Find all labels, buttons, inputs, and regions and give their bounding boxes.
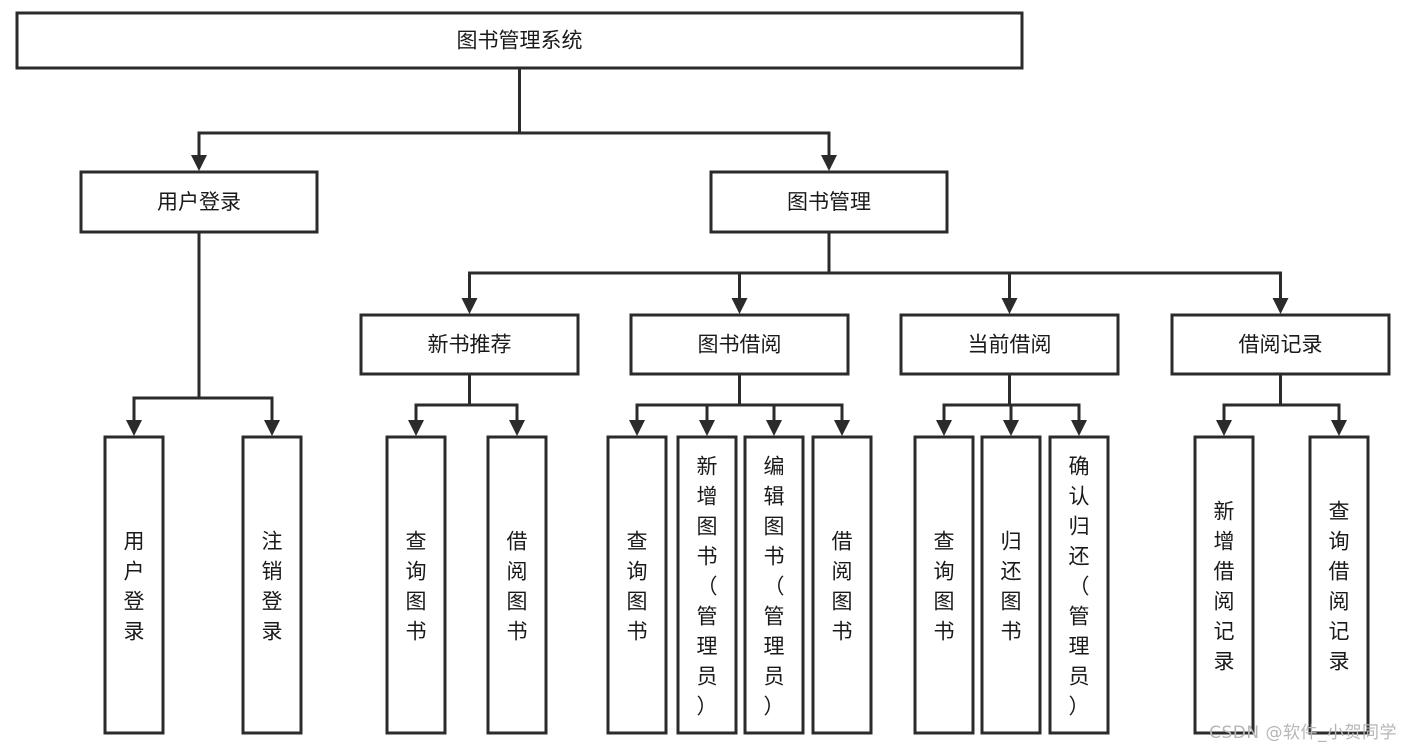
node-leaf-user-logout[interactable]: 注销登录 <box>241 435 303 735</box>
node-book-manage[interactable]: 图书管理 <box>709 170 949 234</box>
node-label-user-login: 用户登录 <box>157 190 241 214</box>
node-box-root[interactable] <box>15 11 1024 70</box>
connector-root-to-book-manage <box>518 68 837 171</box>
arrow-head-icon <box>766 420 782 436</box>
node-current-borrow[interactable]: 当前借阅 <box>899 313 1120 376</box>
node-box-leaf-query-book-borrow[interactable] <box>606 435 668 735</box>
node-label-leaf-user-login: 用户登录 <box>124 529 145 643</box>
node-book-borrow[interactable]: 图书借阅 <box>629 313 850 376</box>
node-leaf-borrow-book[interactable]: 借阅图书 <box>811 435 873 735</box>
node-leaf-edit-book[interactable]: 编辑图书（管理员） <box>743 435 805 735</box>
connector-new-book-recommend-to-leaf-borrow-book-rec <box>468 374 525 436</box>
node-leaf-confirm-return[interactable]: 确认归还（管理员） <box>1048 435 1110 735</box>
connector-borrow-record-to-leaf-add-borrow-record <box>1216 374 1282 436</box>
node-borrow-record[interactable]: 借阅记录 <box>1170 313 1391 376</box>
node-box-leaf-edit-book[interactable] <box>743 435 805 735</box>
arrow-head-icon <box>936 420 952 436</box>
node-box-leaf-query-borrow-record[interactable] <box>1308 435 1370 735</box>
connector-current-borrow-to-leaf-query-book-current <box>936 374 1011 436</box>
arrow-head-icon <box>1071 420 1087 436</box>
arrow-head-icon <box>834 420 850 436</box>
node-label-leaf-query-book-borrow: 查询图书 <box>627 529 648 643</box>
arrow-head-icon <box>408 420 424 436</box>
node-label-book-borrow: 图书借阅 <box>698 333 782 357</box>
node-box-user-login[interactable] <box>79 170 319 234</box>
node-new-book-recommend[interactable]: 新书推荐 <box>359 313 580 376</box>
node-leaf-user-login[interactable]: 用户登录 <box>103 435 165 735</box>
connector-borrow-record-to-leaf-query-borrow-record <box>1279 374 1347 436</box>
node-box-leaf-return-book[interactable] <box>980 435 1042 735</box>
node-box-leaf-borrow-book[interactable] <box>811 435 873 735</box>
node-box-leaf-query-book-rec[interactable] <box>385 435 447 735</box>
node-label-new-book-recommend: 新书推荐 <box>428 333 512 357</box>
node-box-borrow-record[interactable] <box>1170 313 1391 376</box>
node-box-leaf-user-login[interactable] <box>103 435 165 735</box>
node-box-leaf-add-borrow-record[interactable] <box>1193 435 1255 735</box>
connector-book-manage-to-borrow-record <box>827 232 1289 314</box>
connector-user-login-to-leaf-user-login <box>126 232 201 436</box>
node-box-leaf-user-logout[interactable] <box>241 435 303 735</box>
node-leaf-query-book-borrow[interactable]: 查询图书 <box>606 435 668 735</box>
connector-book-borrow-to-leaf-borrow-book <box>738 374 850 436</box>
node-box-book-borrow[interactable] <box>629 313 850 376</box>
node-leaf-query-book-rec[interactable]: 查询图书 <box>385 435 447 735</box>
node-box-leaf-query-book-current[interactable] <box>913 435 975 735</box>
node-label-leaf-borrow-book-rec: 借阅图书 <box>507 529 528 643</box>
node-leaf-borrow-book-rec[interactable]: 借阅图书 <box>486 435 548 735</box>
node-label-leaf-query-book-current: 查询图书 <box>934 529 955 643</box>
node-box-leaf-confirm-return[interactable] <box>1048 435 1110 735</box>
node-label-leaf-query-borrow-record: 查询借阅记录 <box>1329 499 1350 673</box>
arrow-head-icon <box>264 420 280 436</box>
node-leaf-add-book[interactable]: 新增图书（管理员） <box>676 435 738 735</box>
arrow-head-icon <box>126 420 142 436</box>
connector-root-to-user-login <box>191 68 521 171</box>
node-label-root: 图书管理系统 <box>457 29 583 53</box>
connector-layer <box>126 68 1347 436</box>
csdn-watermark: CSDN @软件_小贺同学 <box>1209 723 1397 743</box>
node-label-leaf-edit-book: 编辑图书（管理员） <box>764 454 785 718</box>
arrow-head-icon <box>629 420 645 436</box>
node-root[interactable]: 图书管理系统 <box>15 11 1024 70</box>
node-label-leaf-add-book: 新增图书（管理员） <box>697 454 718 718</box>
arrow-head-icon <box>1216 420 1232 436</box>
node-user-login[interactable]: 用户登录 <box>79 170 319 234</box>
arrow-head-icon <box>1003 420 1019 436</box>
node-label-leaf-return-book: 归还图书 <box>1001 529 1022 643</box>
arrow-head-icon <box>1001 298 1018 314</box>
connector-user-login-to-leaf-user-logout <box>197 232 280 436</box>
node-leaf-return-book[interactable]: 归还图书 <box>980 435 1042 735</box>
arrow-head-icon <box>821 155 837 171</box>
node-label-leaf-confirm-return: 确认归还（管理员） <box>1069 454 1090 718</box>
arrow-head-icon <box>731 298 748 314</box>
connector-new-book-recommend-to-leaf-query-book-rec <box>408 374 471 436</box>
node-box-new-book-recommend[interactable] <box>359 313 580 376</box>
node-label-leaf-user-logout: 注销登录 <box>262 529 283 643</box>
node-box-book-manage[interactable] <box>709 170 949 234</box>
node-leaf-query-borrow-record[interactable]: 查询借阅记录 <box>1308 435 1370 735</box>
arrow-head-icon <box>509 420 525 436</box>
node-leaf-add-borrow-record[interactable]: 新增借阅记录 <box>1193 435 1255 735</box>
node-box-current-borrow[interactable] <box>899 313 1120 376</box>
node-label-leaf-add-borrow-record: 新增借阅记录 <box>1214 499 1235 673</box>
node-label-leaf-query-book-rec: 查询图书 <box>406 529 427 643</box>
arrow-head-icon <box>1272 298 1289 314</box>
node-layer: 图书管理系统用户登录图书管理新书推荐图书借阅当前借阅借阅记录用户登录注销登录查询… <box>15 11 1391 735</box>
arrow-head-icon <box>699 420 715 436</box>
arrow-head-icon <box>191 155 207 171</box>
node-label-book-manage: 图书管理 <box>787 190 871 214</box>
node-label-borrow-record: 借阅记录 <box>1239 333 1323 357</box>
node-label-leaf-borrow-book: 借阅图书 <box>832 529 853 643</box>
connector-current-borrow-to-leaf-confirm-return <box>1008 374 1087 436</box>
arrow-head-icon <box>1331 420 1347 436</box>
node-box-leaf-borrow-book-rec[interactable] <box>486 435 548 735</box>
node-box-leaf-add-book[interactable] <box>676 435 738 735</box>
arrow-head-icon <box>461 298 478 314</box>
node-label-current-borrow: 当前借阅 <box>968 333 1052 357</box>
node-leaf-query-book-current[interactable]: 查询图书 <box>913 435 975 735</box>
connector-book-manage-to-book-borrow <box>731 232 831 314</box>
